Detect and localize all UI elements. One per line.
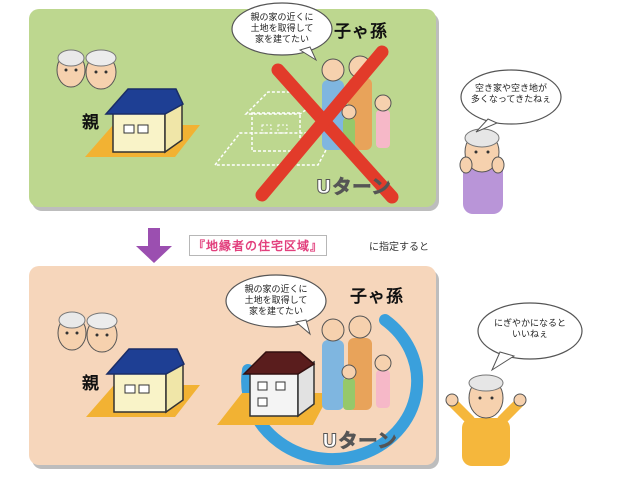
top-parent-label: 親 <box>82 113 99 133</box>
bottom-parent-label: 親 <box>82 374 99 394</box>
parents-house-top <box>85 88 200 157</box>
bottom-children-label: 子ゃ孫 <box>350 287 404 307</box>
top-uturn-label: Uターン <box>315 176 392 199</box>
family-figure-bottom <box>321 315 392 410</box>
down-arrow <box>136 228 172 263</box>
designation-suffix: に指定すると <box>369 242 429 253</box>
new-house <box>217 351 330 425</box>
top-children-label: 子ゃ孫 <box>334 22 388 42</box>
speech-bubble-top <box>231 2 333 62</box>
worried-comment-text: 空き家や空き地が 多くなってきたねぇ <box>470 84 552 105</box>
parents-figure-top <box>56 49 117 90</box>
top-wish-text: 親の家の近くに 土地を取得して 家を建てたい <box>250 13 314 45</box>
worried-comment-bubble <box>460 69 562 133</box>
rejection-cross <box>255 45 399 204</box>
happy-comment-bubble <box>477 302 583 372</box>
happy-elder-figure <box>445 374 527 466</box>
bottom-wish-text: 親の家の近くに 土地を取得して 家を建てたい <box>244 285 308 317</box>
speech-bubble-bottom <box>225 274 327 336</box>
parents-figure-bottom <box>57 311 118 353</box>
happy-comment-text: にぎやかになると いいねぇ <box>493 319 566 340</box>
designation-banner: 『地縁者の住宅区域』 <box>189 235 328 256</box>
bottom-uturn-label: Uターン <box>321 430 398 453</box>
worried-elder-figure <box>459 128 505 214</box>
parents-house-bottom <box>86 348 200 417</box>
